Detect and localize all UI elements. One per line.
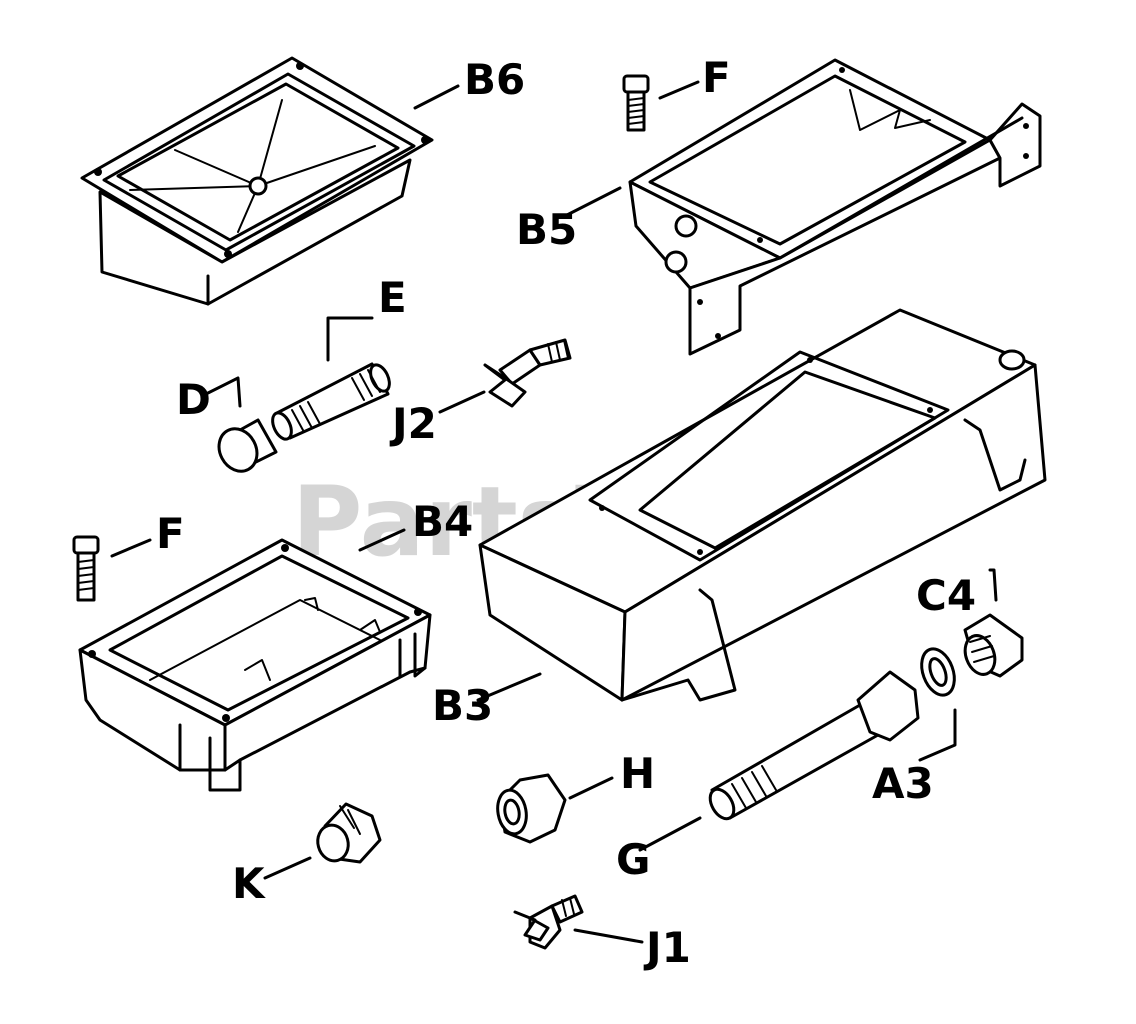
leader-d	[204, 376, 242, 408]
leader-g	[638, 816, 702, 852]
label-c4: C4	[916, 571, 976, 620]
label-e: E	[378, 273, 407, 322]
label-b3: B3	[432, 681, 493, 730]
part-j1-drain-cock	[513, 894, 584, 950]
leader-j1	[573, 928, 644, 944]
part-k-plug	[316, 802, 382, 864]
leader-b3	[476, 672, 542, 702]
label-b4: B4	[412, 497, 473, 546]
part-h-elbow	[496, 773, 567, 844]
part-g-pipe	[708, 670, 920, 821]
leader-f-top	[658, 80, 700, 100]
part-j2-drain-cock	[483, 338, 572, 408]
label-a3: A3	[872, 759, 934, 808]
leader-b6	[413, 84, 460, 110]
label-h: H	[620, 749, 655, 798]
leader-b5	[563, 186, 622, 218]
label-g: G	[616, 835, 650, 884]
part-a3-washer	[920, 647, 956, 697]
label-f-left: F	[156, 509, 185, 558]
label-j2: J2	[389, 399, 437, 448]
part-b4-housing	[78, 538, 432, 792]
leader-e	[326, 316, 374, 362]
part-c4-plug	[963, 613, 1024, 678]
leader-f-left	[110, 538, 152, 558]
leader-b4	[358, 528, 406, 552]
label-k: K	[232, 859, 266, 908]
leader-c4	[988, 568, 998, 602]
leader-a3	[918, 708, 957, 762]
label-f-top: F	[702, 53, 731, 102]
part-f-bolt-top	[622, 74, 650, 132]
part-b5-housing	[628, 58, 1042, 356]
label-d: D	[176, 375, 211, 424]
part-b3-base	[478, 308, 1047, 702]
part-f-bolt-left	[72, 535, 100, 602]
leader-j2	[438, 390, 486, 414]
part-b6-pan	[80, 56, 434, 306]
part-e-pipe-nipple	[271, 362, 391, 441]
leader-k	[263, 856, 312, 880]
label-b5: B5	[516, 205, 577, 254]
leader-h	[568, 776, 614, 800]
part-d-cap	[217, 418, 278, 473]
label-b6: B6	[464, 55, 525, 104]
label-j1: J1	[643, 923, 691, 972]
